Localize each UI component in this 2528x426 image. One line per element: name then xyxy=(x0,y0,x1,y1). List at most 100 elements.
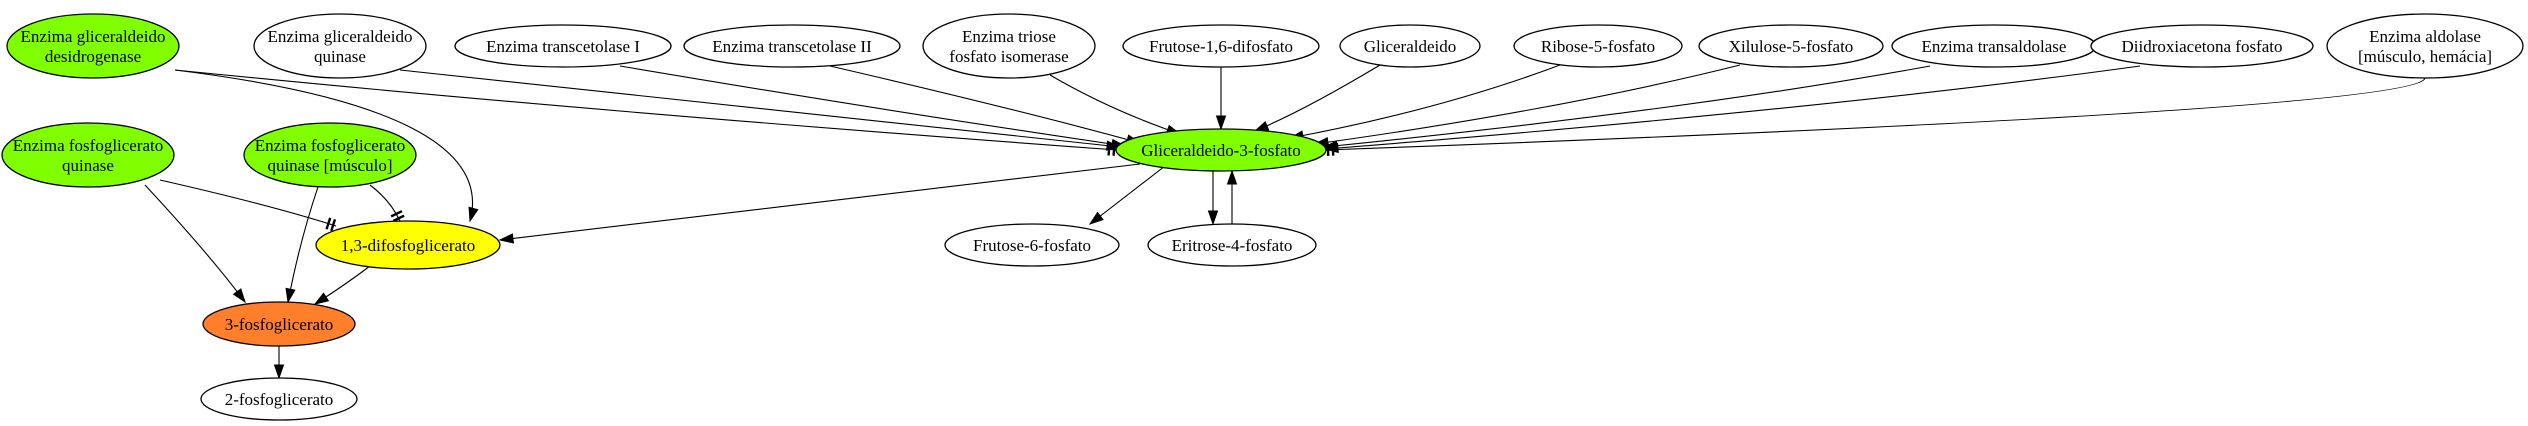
edge-line xyxy=(829,65,1141,144)
edge-n_e4p-to-n_g3p xyxy=(1226,169,1238,224)
edge-n_3pg-to-n_2pg xyxy=(273,346,285,380)
node-ellipse xyxy=(253,13,427,79)
node-e4p: Eritrose-4-fosfato xyxy=(1147,223,1317,267)
edge-line xyxy=(499,163,1141,241)
node-label: Enzima gliceraldeido xyxy=(21,27,166,46)
node-bpg: 1,3-difosfoglicerato xyxy=(315,220,501,270)
edge-line xyxy=(144,184,246,303)
node-label: Frutose-1,6-difosfato xyxy=(1149,37,1293,56)
node-ellipse xyxy=(922,13,1096,79)
edge-line xyxy=(1049,74,1181,135)
edge-line xyxy=(287,186,319,303)
node-label: Xilulose-5-fosfato xyxy=(1729,37,1854,56)
node-ellipse xyxy=(2326,13,2524,79)
node-label: fosfato isomerase xyxy=(949,47,1068,66)
arrowhead xyxy=(285,287,296,304)
node-ellipse xyxy=(6,13,180,79)
edge-line xyxy=(1324,65,2141,150)
edge-n_pgk-to-n_3pg xyxy=(144,184,246,304)
node-ellipse xyxy=(1115,128,1327,172)
node-fbp: Frutose-1,6-difosfato xyxy=(1122,24,1320,68)
node-label: Enzima gliceraldeido xyxy=(268,27,413,46)
arrowhead xyxy=(468,206,479,223)
node-label: [músculo, hemácia] xyxy=(2358,47,2492,66)
node-2pg: 2-fosfoglicerato xyxy=(200,377,358,421)
node-ellipse xyxy=(1,122,175,188)
arrowhead xyxy=(273,364,285,380)
edge-line xyxy=(1089,165,1166,225)
node-label: Enzima transcetolase I xyxy=(486,37,640,56)
node-ellipse xyxy=(202,301,356,347)
edge-n_pgkm-to-n_bpg xyxy=(369,184,405,222)
edge-n_tk1-to-n_g3p xyxy=(619,65,1127,150)
inhibition-mark xyxy=(325,217,332,230)
node-r5p: Ribose-5-fosfato xyxy=(1513,24,1683,68)
node-label: 1,3-difosfoglicerato xyxy=(341,236,476,255)
edge-line xyxy=(1289,64,1561,139)
node-f6p: Frutose-6-fosfato xyxy=(944,223,1120,267)
edge-n_gapdh-to-n_bpg xyxy=(174,69,479,223)
node-3pg: 3-fosfoglicerato xyxy=(202,301,356,347)
inhibition-mark xyxy=(392,214,405,222)
node-ta: Enzima transaldolase xyxy=(1891,24,2097,68)
edge-n_dhap-to-n_g3p xyxy=(1323,65,2141,154)
node-g3p: Gliceraldeido-3-fosfato xyxy=(1115,128,1327,172)
node-ellipse xyxy=(454,24,672,68)
node-label: Enzima triose xyxy=(962,27,1056,46)
node-label: 2-fosfoglicerato xyxy=(225,390,334,409)
node-ellipse xyxy=(683,24,901,68)
edge-line xyxy=(1314,64,1741,145)
node-ellipse xyxy=(200,377,358,421)
edge-n_tpi-to-n_g3p xyxy=(1049,74,1182,135)
arrowhead xyxy=(1088,211,1104,225)
node-ellipse xyxy=(1339,24,1481,68)
edge-n_g3p-to-n_e4p xyxy=(1207,171,1219,226)
edge-line xyxy=(174,69,474,222)
node-label: Eritrose-4-fosfato xyxy=(1172,236,1293,255)
arrowhead xyxy=(1226,169,1238,185)
node-label: Gliceraldeido xyxy=(1364,37,1457,56)
node-label: Enzima fosfoglicerato xyxy=(255,136,406,155)
arrowhead xyxy=(232,288,246,304)
arrowhead xyxy=(1207,210,1219,226)
node-label: quinase xyxy=(314,47,366,66)
arrowhead xyxy=(313,292,330,305)
node-ald: Enzima aldolase[músculo, hemácia] xyxy=(2326,13,2524,79)
node-tk2: Enzima transcetolase II xyxy=(683,24,901,68)
edge-n_glyc-to-n_g3p xyxy=(1253,64,1381,132)
node-label: Ribose-5-fosfato xyxy=(1541,37,1655,56)
edge-n_bpg-to-n_3pg xyxy=(313,265,371,305)
edge-line xyxy=(619,65,1126,147)
node-tk1: Enzima transcetolase I xyxy=(454,24,672,68)
node-label: Enzima transcetolase II xyxy=(712,37,872,56)
edge-n_g3p-to-n_f6p xyxy=(1088,165,1166,225)
edge-n_fbp-to-n_g3p xyxy=(1215,67,1227,131)
node-label: Enzima aldolase xyxy=(2369,27,2481,46)
node-label: quinase xyxy=(62,156,114,175)
edge-n_r5p-to-n_g3p xyxy=(1288,64,1561,141)
node-ellipse xyxy=(1122,24,1320,68)
edge-line xyxy=(174,69,1118,151)
arrowhead xyxy=(1215,115,1227,131)
edge-line xyxy=(1323,65,1931,148)
node-label: desidrogenase xyxy=(45,47,141,66)
edge-n_pgk-to-n_bpg xyxy=(159,179,337,232)
node-ellipse xyxy=(1513,24,1683,68)
node-x5p: Xilulose-5-fosfato xyxy=(1698,24,1884,68)
node-label: quinase [músculo] xyxy=(267,156,392,175)
inhibition-mark xyxy=(330,219,337,232)
edge-n_ta-to-n_g3p xyxy=(1322,65,1931,151)
node-label: Frutose-6-fosfato xyxy=(973,236,1091,255)
edge-n_pgkm-to-n_3pg xyxy=(285,186,319,304)
edge-line xyxy=(399,69,1121,148)
node-ellipse xyxy=(243,122,417,188)
node-label: Enzima transaldolase xyxy=(1922,37,2067,56)
node-glyc: Gliceraldeido xyxy=(1339,24,1481,68)
arrowhead xyxy=(1323,142,1339,154)
